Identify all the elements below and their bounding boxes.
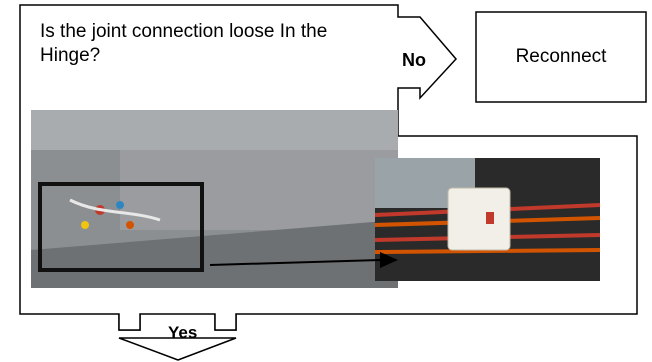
connector-photo: [374, 158, 601, 281]
highlight-box: [38, 182, 204, 272]
question-text: Is the joint connection loose In the Hin…: [40, 21, 328, 66]
reconnect-label: Reconnect: [515, 46, 607, 67]
yes-label: Yes: [168, 323, 198, 342]
hinge-photo: [31, 110, 398, 288]
reconnect-box: [475, 11, 647, 103]
yes-arrow-head: [118, 337, 237, 361]
pointer-arrow: [209, 252, 398, 268]
no-label: No: [402, 50, 426, 70]
